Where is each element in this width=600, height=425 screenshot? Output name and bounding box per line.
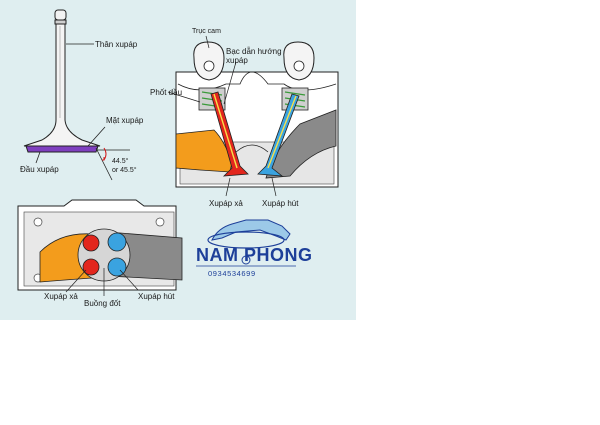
exhaust-valve-bottom — [82, 258, 100, 276]
label-angle-1: 44.5° — [112, 157, 129, 165]
exhaust-valve-top — [82, 234, 100, 252]
label-xupap-hut-bottom: Xupáp hút — [138, 292, 175, 301]
label-xupap-xa-top: Xupáp xả — [209, 199, 243, 208]
nam-phong-logo: NAM PHONG 0934534699 — [196, 219, 313, 278]
label-xupap-xa-bottom: Xupáp xả — [44, 292, 78, 301]
label-xupap-hut-top: Xupáp hút — [262, 199, 299, 208]
valve-face — [25, 145, 99, 153]
cylinder-head-section — [167, 35, 339, 197]
car-silhouette-icon — [211, 219, 291, 241]
label-truc-cam: Trục cam — [192, 28, 221, 35]
label-dau-xupap: Đầu xupáp — [20, 165, 59, 174]
cylinder-head-top-view — [17, 199, 183, 296]
logo-name: NAM PHONG — [196, 245, 313, 265]
label-than-xupap: Thân xupáp — [95, 40, 138, 49]
intake-valve-top — [107, 232, 127, 252]
label-bac-dan-huong: Bạc dẫn hướng — [226, 47, 282, 56]
logo-phone: 0934534699 — [208, 269, 256, 278]
label-angle-2: or 45.5° — [112, 166, 137, 174]
intake-port — [265, 109, 337, 179]
label-bac-dan-huong-line2: xupáp — [226, 56, 248, 65]
label-phot-dau: Phốt dầu — [150, 88, 182, 97]
single-valve-illustration — [23, 9, 130, 181]
label-buong-dot: Buồng đốt — [84, 299, 121, 308]
label-mat-xupap: Mặt xupáp — [106, 116, 144, 125]
